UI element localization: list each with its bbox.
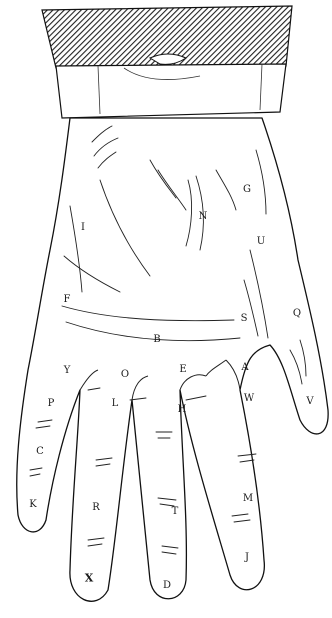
label-y: Y [64, 366, 71, 376]
cuff [42, 6, 292, 118]
label-s: S [241, 314, 248, 324]
label-d: D [163, 581, 171, 591]
label-e: E [179, 365, 186, 375]
label-a: A [241, 363, 248, 373]
label-c: C [36, 447, 44, 457]
label-f: F [64, 295, 71, 305]
label-k: K [29, 500, 36, 510]
label-w: W [244, 394, 254, 404]
label-v: V [306, 397, 313, 407]
label-q: Q [293, 309, 301, 319]
label-n: N [199, 212, 208, 222]
label-o: O [121, 370, 129, 380]
label-x: X [85, 573, 94, 584]
label-u: U [257, 237, 265, 247]
label-b: B [153, 335, 160, 345]
label-m: M [243, 494, 253, 504]
label-g: G [243, 185, 251, 195]
label-t: T [172, 507, 179, 517]
label-i: I [81, 223, 85, 233]
label-l: L [112, 399, 119, 409]
label-j: J [245, 553, 249, 563]
label-h: H [178, 405, 187, 415]
label-r: R [92, 503, 100, 513]
label-p: P [48, 399, 55, 409]
